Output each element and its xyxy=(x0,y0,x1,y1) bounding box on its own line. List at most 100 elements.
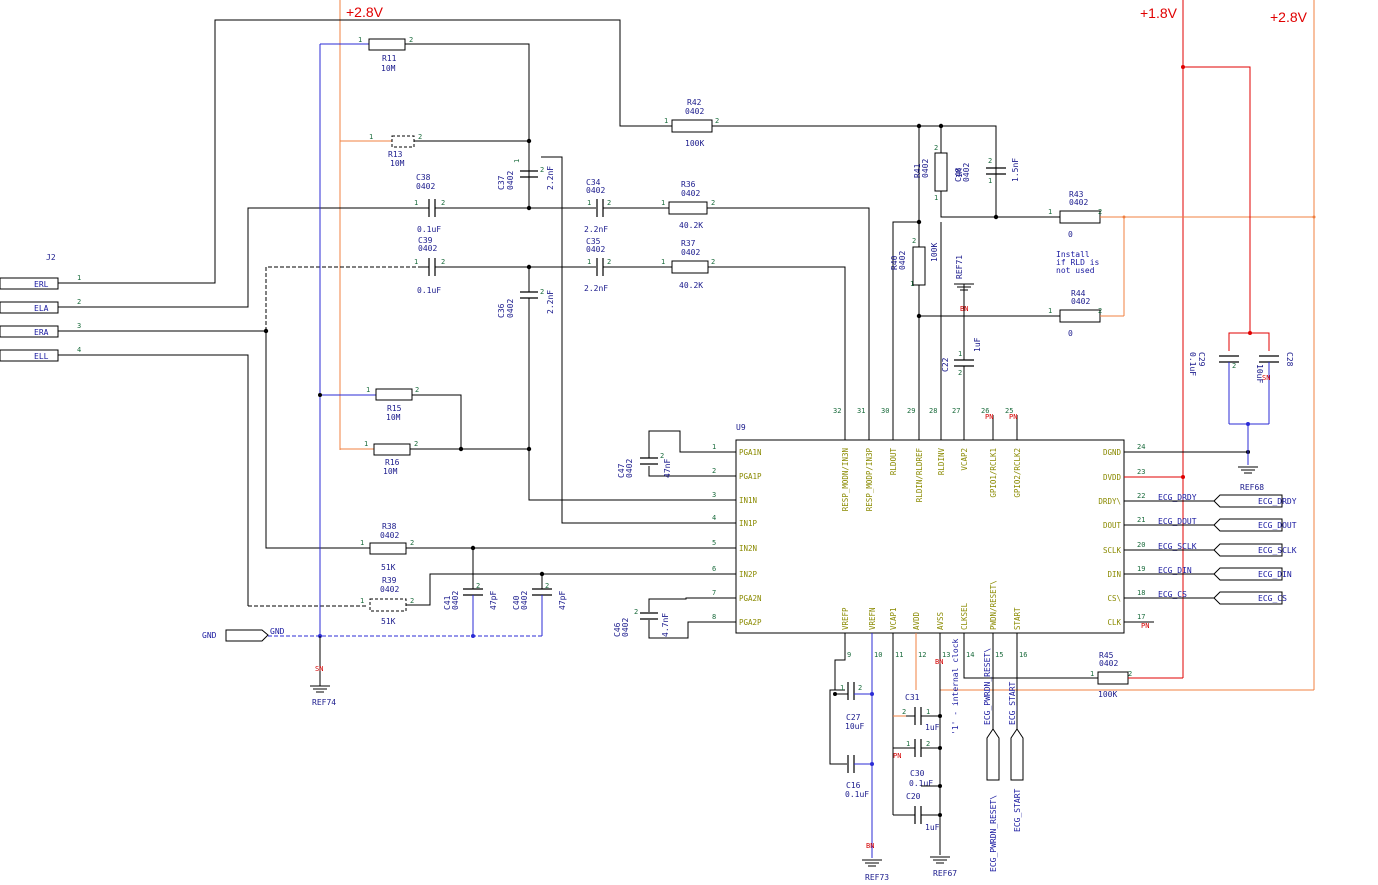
c28-value: 10uF xyxy=(1255,364,1264,383)
ref74-sn-marker: SN xyxy=(315,665,323,673)
resistor-r11 xyxy=(368,38,406,51)
r41-pin2: 2 xyxy=(934,144,938,152)
c35-ref: C35 xyxy=(586,237,601,246)
r41-value: 1M xyxy=(955,168,964,178)
r37-ref: R37 xyxy=(681,239,696,248)
ic-pin-number: 19 xyxy=(1137,565,1145,573)
j2-pin-1: 1 xyxy=(77,274,81,282)
ic-pin-number: 2 xyxy=(712,467,716,475)
port-label-cs: ECG_CS xyxy=(1258,594,1287,603)
c27-ref: C27 xyxy=(846,713,861,722)
capacitor-c22: C22 1uF 1 2 xyxy=(941,337,982,377)
ic-pin-number: 21 xyxy=(1137,516,1145,524)
capacitor-c38: C38 0402 1 2 0.1uF xyxy=(414,173,445,234)
c48-value: 1.5nF xyxy=(1011,158,1020,182)
c30-pin1: 1 xyxy=(906,740,910,748)
ic-pin-number: 26 xyxy=(981,407,989,415)
r41-ref: R41 xyxy=(913,163,922,178)
c35-pin1: 1 xyxy=(587,258,591,266)
c16-value: 0.1uF xyxy=(845,790,869,799)
c48-pin2: 2 xyxy=(988,157,992,165)
c35-value: 2.2nF xyxy=(584,284,608,293)
ic-pin-name: PGA1N xyxy=(739,448,762,457)
port-label-sclk: ECG_SCLK xyxy=(1258,546,1297,555)
ic-pin-name: PWDN/RESET\ xyxy=(989,580,998,630)
r45-pkg: 0402 xyxy=(1099,659,1118,668)
r16-pin2: 2 xyxy=(414,440,418,448)
c48-ref: C48 xyxy=(954,167,963,182)
r13-value: 10M xyxy=(390,159,405,168)
ic-pin-name: AVDD xyxy=(912,611,921,630)
r16-ref: R16 xyxy=(385,458,400,467)
net-label-pwdn: ECG_PWRDN_RESET\ xyxy=(983,648,992,725)
note-install-1: Install xyxy=(1056,250,1090,259)
capacitor-c41: C41 0402 47pF 2 xyxy=(443,548,498,636)
net-label-drdy: ECG_DRDY xyxy=(1158,493,1197,502)
j2-pin-4: 4 xyxy=(77,346,81,354)
c30-ref: C30 xyxy=(910,769,925,778)
r42-pin2: 2 xyxy=(715,117,719,125)
c16-ref: C16 xyxy=(846,781,861,790)
r15-ref: R15 xyxy=(387,404,402,413)
net-port-drdy xyxy=(1213,494,1283,508)
ic-pin-name: GPIO2/RCLK2 xyxy=(1013,448,1022,498)
ic-pin-name: PGA2N xyxy=(739,594,762,603)
c41-ref: C41 xyxy=(443,595,452,610)
net-port-pwdn xyxy=(986,728,1000,781)
net-label-sclk: ECG_SCLK xyxy=(1158,542,1197,551)
resistor-r40 xyxy=(912,246,926,286)
ref73-label: REF73 xyxy=(865,873,889,882)
capacitor-c47: C47 0402 47nF 2 xyxy=(617,452,672,478)
r36-pin2: 2 xyxy=(711,199,715,207)
ic-pin-name: RESP_MODP/IN3P xyxy=(865,448,874,512)
note-internal-clock: '1' - internal clock xyxy=(951,638,960,735)
c22-pin2: 2 xyxy=(958,369,962,377)
r44-pin2: 2 xyxy=(1098,307,1102,315)
capacitor-c28: C28 10uF SN xyxy=(1255,352,1294,424)
ic-pin-name: START xyxy=(1013,607,1022,630)
ic-pin-name: PGA2P xyxy=(739,618,762,627)
r11-value: 10M xyxy=(381,64,396,73)
r39-pin1: 1 xyxy=(360,597,364,605)
ic-pin-number: 22 xyxy=(1137,492,1145,500)
r37-pin2: 2 xyxy=(711,258,715,266)
r43-pkg: 0402 xyxy=(1069,198,1088,207)
ic-pin-name: VREFP xyxy=(841,607,850,630)
ic-pin-number: 4 xyxy=(712,514,716,522)
c22-value: 1uF xyxy=(973,337,982,352)
capacitor-c27: 1 2 C27 10uF xyxy=(840,682,864,731)
ic-pin-name: IN1N xyxy=(739,496,757,505)
c31-pin1: 1 xyxy=(926,708,930,716)
wire-in3p xyxy=(707,207,870,415)
ic-pin-number: 28 xyxy=(929,407,937,415)
ic-pin-name: DGND xyxy=(1103,448,1122,457)
r40-pkg: 0402 xyxy=(898,251,907,270)
c35-pin2: 2 xyxy=(607,258,611,266)
resistor-r13 xyxy=(391,135,415,148)
r11-ref: R11 xyxy=(382,54,397,63)
c41-pin2: 2 xyxy=(476,582,480,590)
ic-pin-number: 15 xyxy=(995,651,1003,659)
r39-value: 51K xyxy=(381,617,396,626)
r41-pkg: 0402 xyxy=(921,159,930,178)
ic-pin-number: 32 xyxy=(833,407,841,415)
r16-value: 10M xyxy=(383,467,398,476)
ic-pin-number: 11 xyxy=(895,651,903,659)
ref68-label: REF68 xyxy=(1240,483,1264,492)
note-install-2: if RLD is xyxy=(1056,258,1100,267)
c36-ref: C36 xyxy=(497,303,506,318)
ic-pin-number: 5 xyxy=(712,539,716,547)
ref71-label: REF71 xyxy=(955,255,964,279)
resistor-r42 xyxy=(671,119,713,133)
resistor-r38 xyxy=(369,542,407,555)
r38-value: 51K xyxy=(381,563,396,572)
resistor-r45 xyxy=(1097,671,1129,685)
ic-pin-number: 25 xyxy=(1005,407,1013,415)
ic-pin-number: 30 xyxy=(881,407,889,415)
net-label-dout: ECG_DOUT xyxy=(1158,517,1197,526)
c39-pin1: 1 xyxy=(414,258,418,266)
c41-value: 47pF xyxy=(489,591,498,610)
ic-pin-name: IN2P xyxy=(739,570,758,579)
